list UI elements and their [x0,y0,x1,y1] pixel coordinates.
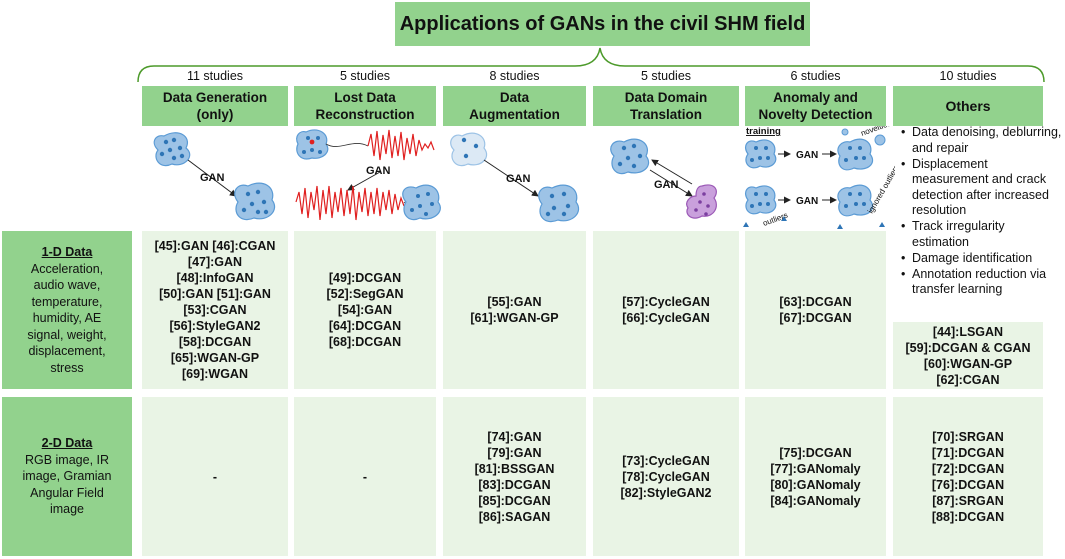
others-item: Damage identification [898,251,1063,267]
cell-1d-augmentation: [55]:GAN[61]:WGAN-GP [443,231,586,389]
count-anomaly: 6 studies [790,69,841,83]
svg-text:novelties: novelties [860,126,893,138]
svg-text:ignored outliers: ignored outliers [866,163,895,215]
illustration-data-generation: GAN [153,132,276,221]
others-applications-list: Data denoising, deblurring, and repair D… [898,125,1063,298]
others-item: Data denoising, deblurring, and repair [898,125,1063,156]
svg-text:GAN: GAN [654,179,679,191]
cell-2d-augmentation: [74]:GAN[79]:GAN[81]:BSSGAN [83]:DCGAN[8… [443,397,586,556]
svg-text:training: training [746,126,781,137]
cell-1d-translation: [57]:CycleGAN[66]:CycleGAN [593,231,739,389]
brace-connector [137,47,1045,83]
cell-1d-others: [44]:LSGAN[59]:DCGAN & CGAN [60]:WGAN-GP… [893,322,1043,389]
cell-1d-lost-data: [49]:DCGAN[52]:SegGAN[54]:GAN [64]:DCGAN… [294,231,436,389]
count-augmentation: 8 studies [489,69,540,83]
cell-2d-lost-data: - [294,397,436,556]
svg-text:GAN: GAN [200,172,225,184]
cell-2d-data-generation: - [142,397,288,556]
count-translation: 5 studies [640,69,692,83]
illustration-translation: GAN [610,138,717,219]
header-data-generation: Data Generation(only) [142,86,288,126]
illustrations: GAN GAN GAN GAN training [153,126,895,229]
count-lost-data: 5 studies [339,69,391,83]
cell-1d-data-generation: [45]:GAN [46]:CGAN[47]:GAN[48]:InfoGAN [… [142,231,288,389]
svg-text:GAN: GAN [796,196,818,207]
svg-text:GAN: GAN [506,173,531,185]
count-data-generation: 11 studies [186,69,244,83]
illustration-anomaly: training GAN novelties outliers GAN igno… [743,126,895,229]
cell-1d-anomaly: [63]:DCGAN[67]:DCGAN [745,231,886,389]
illustration-lost-data: GAN [295,129,441,221]
cell-2d-translation: [73]:CycleGAN[78]:CycleGAN[82]:StyleGAN2 [593,397,739,556]
others-item: Track irregularity estimation [898,219,1063,250]
cell-2d-others: [70]:SRGAN[71]:DCGAN[72]:DCGAN [76]:DCGA… [893,397,1043,556]
svg-text:GAN: GAN [796,150,818,161]
illustration-augmentation: GAN [450,132,580,223]
header-others: Others [893,86,1043,126]
svg-text:GAN: GAN [366,165,391,177]
row-header-1d-data: 1-D Data Acceleration, audio wave, tempe… [2,231,132,389]
row-header-2d-data: 2-D Data RGB image, IR image, Gramian An… [2,397,132,556]
others-item: Displacement measurement and crack detec… [898,157,1063,219]
cell-2d-anomaly: [75]:DCGAN[77]:GANomaly [80]:GANomaly[84… [745,397,886,556]
count-others: 10 studies [939,69,997,83]
others-item: Annotation reduction via transfer learni… [898,267,1063,298]
diagram-title: Applications of GANs in the civil SHM fi… [395,2,810,46]
